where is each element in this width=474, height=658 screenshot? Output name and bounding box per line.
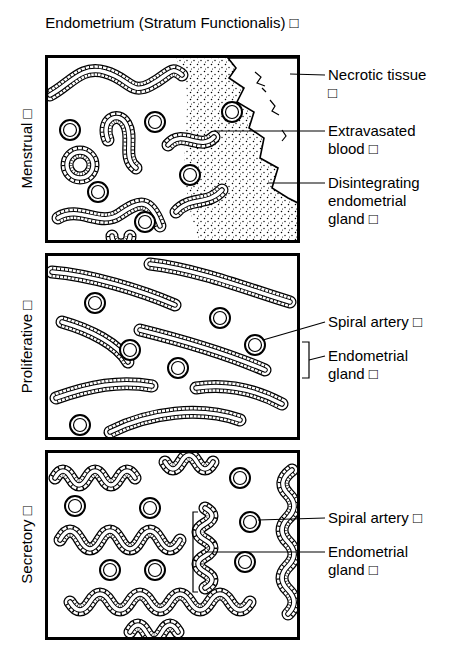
- callout-label: Spiral artery □: [328, 509, 468, 527]
- necrotic-tissue: [228, 58, 300, 204]
- phase-label: Proliferative □: [18, 300, 36, 392]
- blood-stipple: [175, 58, 300, 243]
- phase-panel: Proliferative □: [45, 253, 300, 440]
- phase-label: Secretory □: [18, 506, 36, 583]
- phase-panel: Secretory □: [45, 450, 300, 640]
- callout-label: Necrotic tissue □: [328, 66, 428, 102]
- leader-lines: [205, 74, 325, 552]
- callout-label: Endometrial gland □: [328, 347, 446, 383]
- callout-label: Extravasated blood □: [328, 122, 446, 158]
- callout-label: Endometrial gland □: [328, 543, 446, 579]
- callout-label: Disintegrating endometrial gland □: [328, 174, 446, 228]
- phase-label: Menstrual □: [18, 109, 36, 188]
- callout-label: Spiral artery □: [328, 313, 468, 331]
- diagram-title: Endometrium (Stratum Functionalis) □: [22, 14, 322, 32]
- phase-panel: Menstrual □: [45, 55, 300, 243]
- bracket: [193, 342, 309, 592]
